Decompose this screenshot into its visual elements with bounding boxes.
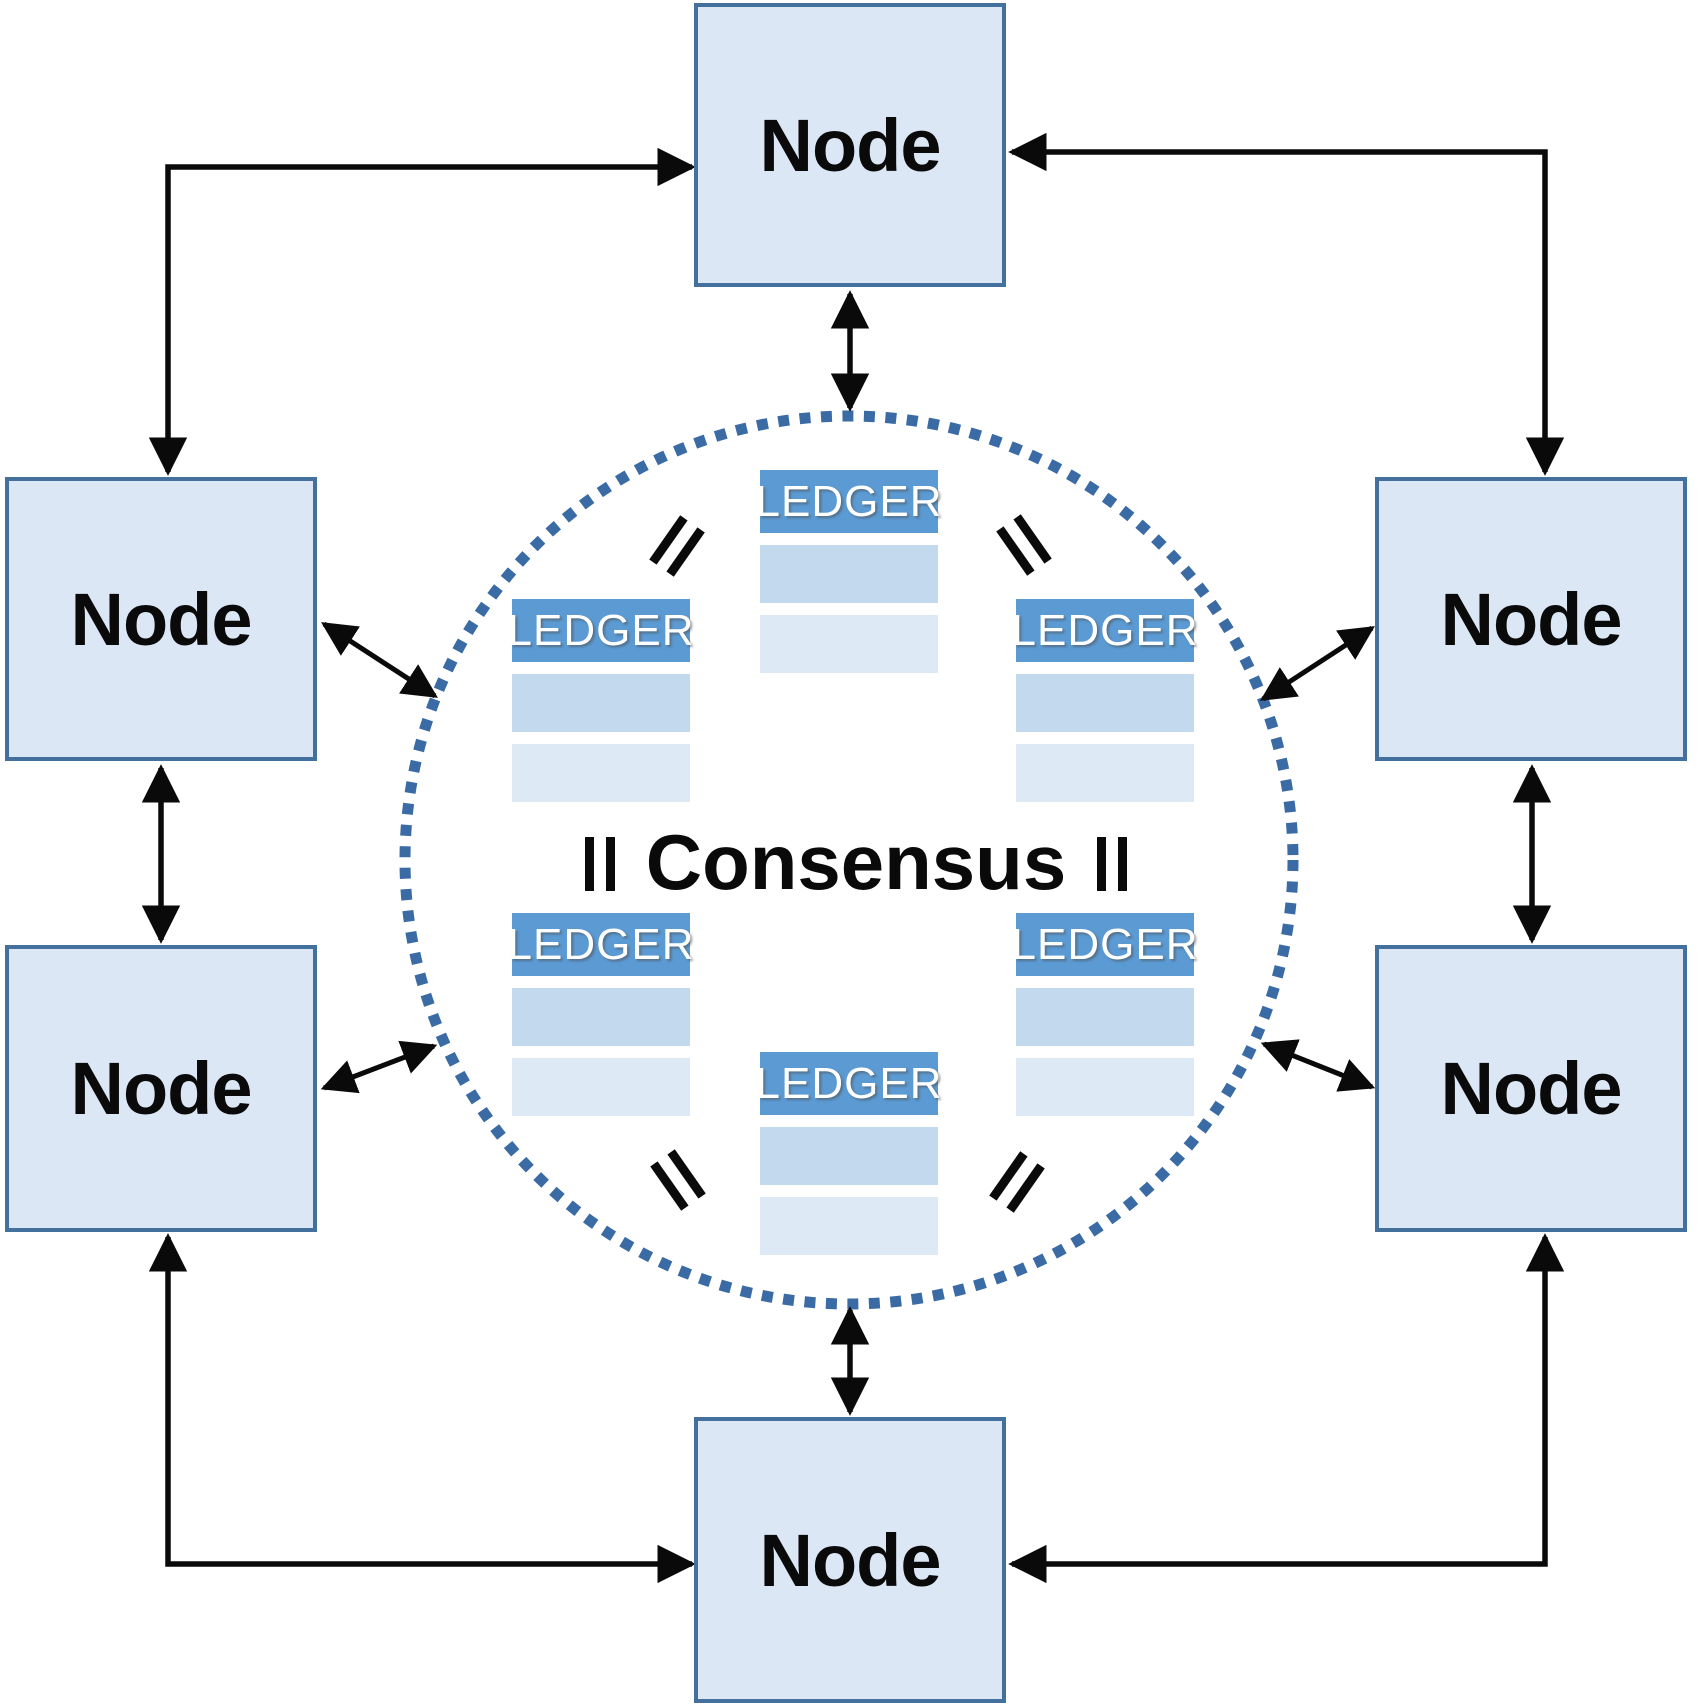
equals-bar bbox=[585, 837, 594, 891]
ledger-row bbox=[1016, 744, 1194, 802]
ledger-row bbox=[512, 1058, 690, 1116]
ledger-row bbox=[1016, 988, 1194, 1046]
ledger-row bbox=[1016, 674, 1194, 732]
ledger-row bbox=[512, 674, 690, 732]
ledger-row bbox=[760, 1197, 938, 1255]
node-label: Node bbox=[1440, 1047, 1623, 1130]
node-label: Node bbox=[70, 577, 253, 661]
ledger-row bbox=[760, 1127, 938, 1185]
arrow-upper-left-node-circle bbox=[321, 621, 438, 699]
ledger-upper-right: LEDGER bbox=[1012, 599, 1197, 802]
ledger-row bbox=[1016, 1058, 1194, 1116]
node-box-lower-left: Node bbox=[5, 945, 317, 1232]
ledger-header: LEDGER bbox=[1012, 913, 1197, 976]
ledger-lower-right: LEDGER bbox=[1012, 913, 1197, 1116]
arrow-topleft-corner bbox=[148, 147, 696, 476]
arrow-upper-right-node-circle bbox=[1260, 625, 1375, 702]
arrow-lower-left-node-circle bbox=[320, 1040, 438, 1094]
arrow-bottomright-corner bbox=[1008, 1233, 1565, 1584]
node-label: Node bbox=[759, 103, 942, 187]
ledger-header: LEDGER bbox=[756, 470, 941, 533]
ledger-row bbox=[512, 988, 690, 1046]
arrow-bottomleft-corner bbox=[148, 1233, 696, 1584]
node-label: Node bbox=[759, 1518, 942, 1602]
consensus-label: Consensus bbox=[645, 817, 1067, 906]
node-box-bottom: Node bbox=[694, 1417, 1006, 1703]
ledger-row bbox=[760, 615, 938, 673]
node-box-top: Node bbox=[694, 3, 1006, 287]
ledger-row bbox=[760, 545, 938, 603]
arrow-topright-corner bbox=[1008, 132, 1565, 476]
equals-bar bbox=[1118, 837, 1127, 891]
ledger-bottom-center: LEDGER bbox=[756, 1052, 941, 1255]
ledger-top-center: LEDGER bbox=[756, 470, 941, 673]
node-box-lower-right: Node bbox=[1375, 945, 1687, 1232]
node-box-upper-left: Node bbox=[5, 477, 317, 761]
ledger-upper-left: LEDGER bbox=[508, 599, 693, 802]
consensus-dotted-circle bbox=[399, 410, 1299, 1310]
arrow-lower-right-node-circle bbox=[1260, 1039, 1376, 1092]
ledger-header: LEDGER bbox=[756, 1052, 941, 1115]
node-box-upper-right: Node bbox=[1375, 477, 1687, 761]
ledger-header: LEDGER bbox=[508, 913, 693, 976]
ledger-row bbox=[512, 744, 690, 802]
ledger-header: LEDGER bbox=[1012, 599, 1197, 662]
ledger-header: LEDGER bbox=[508, 599, 693, 662]
ledger-lower-left: LEDGER bbox=[508, 913, 693, 1116]
node-label: Node bbox=[1440, 577, 1623, 661]
node-label: Node bbox=[70, 1047, 253, 1130]
